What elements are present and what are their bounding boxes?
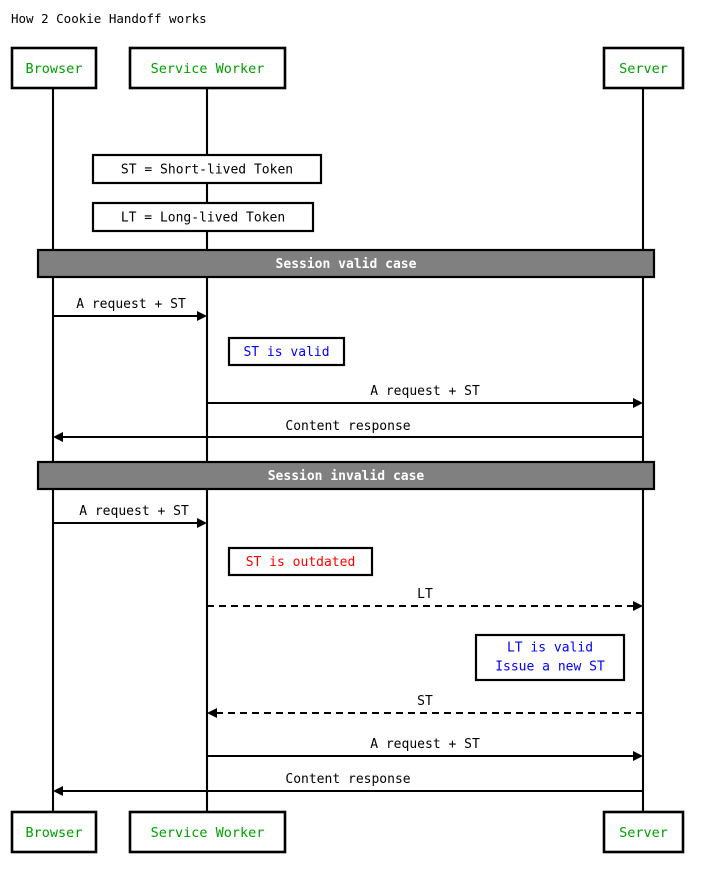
- message-lt: LT: [207, 587, 643, 611]
- note-box: [474, 633, 626, 682]
- note-label: ST = Short-lived Token: [121, 163, 293, 178]
- participant-box: [10, 46, 98, 90]
- divider-bar: [36, 248, 656, 279]
- arrowhead-left-icon: [53, 786, 63, 796]
- arrowhead-right-icon: [197, 311, 207, 321]
- divider-label: Session valid case: [276, 257, 417, 272]
- participant-label: Server: [619, 825, 668, 841]
- note-box: [91, 201, 315, 233]
- divider-bar: [36, 460, 656, 491]
- participant-label: Browser: [26, 825, 83, 841]
- message-label: A request + ST: [370, 737, 480, 752]
- participant-box: [10, 810, 98, 854]
- participant-label: Service Worker: [151, 61, 265, 77]
- participant-box: [128, 810, 287, 854]
- arrowhead-right-icon: [197, 518, 207, 528]
- diagram-title: How 2 Cookie Handoff works: [11, 11, 207, 26]
- participant-label: Server: [619, 61, 668, 77]
- note-box: [91, 153, 323, 185]
- participant-browser-bottom[interactable]: Browser: [10, 810, 98, 854]
- divider-label: Session invalid case: [268, 469, 425, 484]
- participant-box: [602, 810, 685, 854]
- message-label: ST: [417, 694, 433, 709]
- note-box: [227, 546, 374, 577]
- note-label-line1: LT is valid: [507, 641, 593, 656]
- message-label: LT: [417, 587, 433, 602]
- message-label: A request + ST: [76, 297, 186, 312]
- participant-service-worker-bottom[interactable]: Service Worker: [128, 810, 287, 854]
- note-st-is-outdated: ST is outdated: [227, 546, 374, 577]
- arrowhead-right-icon: [633, 398, 643, 408]
- divider-session-valid-case: Session valid case: [36, 248, 656, 279]
- message-label: Content response: [285, 419, 410, 434]
- arrowhead-right-icon: [633, 601, 643, 611]
- participant-browser-top[interactable]: Browser: [10, 46, 98, 90]
- note-label: ST is outdated: [246, 555, 356, 570]
- message-a-request-st-4: A request + ST: [207, 737, 643, 761]
- participant-box: [128, 46, 287, 90]
- message-a-request-st-2: A request + ST: [207, 384, 643, 408]
- note-label: LT = Long-lived Token: [121, 211, 285, 226]
- message-a-request-st-1: A request + ST: [53, 297, 207, 321]
- divider-session-invalid-case: Session invalid case: [36, 460, 656, 491]
- participant-label: Browser: [26, 61, 83, 77]
- note-lt-is-valid: LT is valid Issue a new ST: [474, 633, 626, 682]
- message-label: A request + ST: [370, 384, 480, 399]
- note-st-is-valid: ST is valid: [227, 336, 346, 367]
- message-content-response-1: Content response: [53, 419, 643, 442]
- arrowhead-left-icon: [207, 708, 217, 718]
- arrowhead-left-icon: [53, 432, 63, 442]
- message-label: A request + ST: [79, 504, 189, 519]
- note-lt-definition: LT = Long-lived Token: [91, 201, 315, 233]
- message-label: Content response: [285, 772, 410, 787]
- note-label-line2: Issue a new ST: [495, 660, 605, 675]
- note-st-definition: ST = Short-lived Token: [91, 153, 323, 185]
- participant-box: [602, 46, 685, 90]
- participant-label: Service Worker: [151, 825, 265, 841]
- message-st: ST: [207, 694, 643, 718]
- participant-service-worker-top[interactable]: Service Worker: [128, 46, 287, 90]
- note-label: ST is valid: [243, 345, 329, 360]
- participant-server-bottom[interactable]: Server: [602, 810, 685, 854]
- arrowhead-right-icon: [633, 751, 643, 761]
- message-content-response-2: Content response: [53, 772, 643, 796]
- message-a-request-st-3: A request + ST: [53, 504, 207, 528]
- note-box: [227, 336, 346, 367]
- participant-server-top[interactable]: Server: [602, 46, 685, 90]
